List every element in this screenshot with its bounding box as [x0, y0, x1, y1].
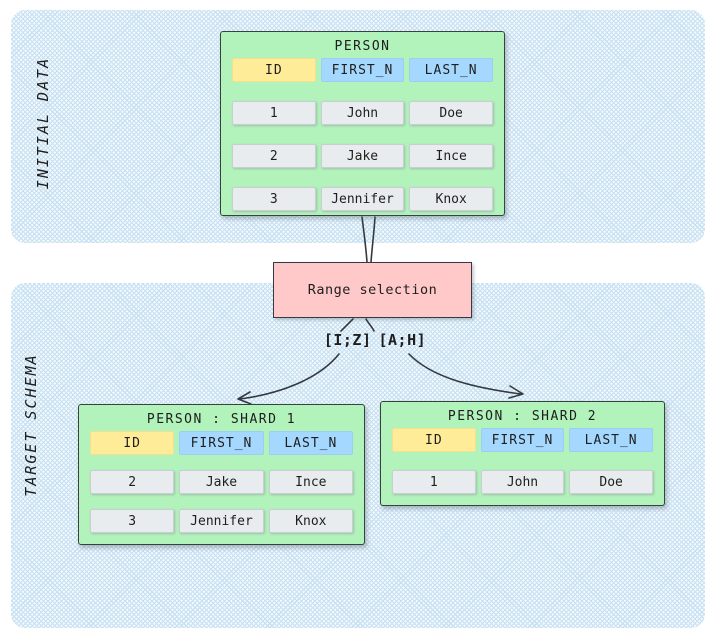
shard1-cell-r1-last-n: Ince — [268, 470, 353, 494]
person-cell-r2-last-n: Ince — [409, 144, 493, 168]
shard2-column-header-last-n: LAST_N — [569, 428, 653, 452]
shard2-cell-r1-first-n: John — [480, 470, 565, 494]
table-shard2: PERSON : SHARD 2 ID FIRST_N LAST_N 1 Joh… — [380, 401, 665, 506]
person-column-header-last-n: LAST_N — [409, 58, 493, 82]
table-person-title: PERSON — [334, 39, 391, 54]
shard1-column-header-id: ID — [90, 431, 175, 455]
table-shard1: PERSON : SHARD 1 ID FIRST_N LAST_N 2 Jak… — [78, 404, 365, 545]
person-cell-r1-last-n: Doe — [409, 101, 493, 125]
person-column-header-first-n: FIRST_N — [320, 58, 405, 82]
person-cell-r1-id: 1 — [232, 101, 316, 125]
shard2-column-header-first-n: FIRST_N — [480, 428, 565, 452]
person-column-header-id: ID — [232, 58, 316, 82]
range-interval-labels: [I;Z] [A;H] — [320, 329, 430, 350]
table-person: PERSON ID FIRST_N LAST_N 1 John Doe 2 Ja… — [220, 31, 505, 216]
shard1-cell-r2-first-n: Jennifer — [179, 509, 264, 533]
shard2-column-header-id: ID — [392, 428, 476, 452]
table-shard2-grid: ID FIRST_N LAST_N 1 John Doe — [392, 428, 653, 494]
person-cell-r1-first-n: John — [320, 101, 405, 125]
target-schema-label: TARGET SCHEMA — [22, 353, 40, 497]
table-person-grid: ID FIRST_N LAST_N 1 John Doe 2 Jake Ince… — [232, 58, 493, 211]
person-cell-r3-id: 3 — [232, 187, 316, 211]
range-selection-label: Range selection — [307, 282, 438, 298]
shard1-cell-r1-first-n: Jake — [179, 470, 264, 494]
shard2-cell-r1-id: 1 — [392, 470, 476, 494]
person-cell-r3-first-n: Jennifer — [320, 187, 405, 211]
person-cell-r2-first-n: Jake — [320, 144, 405, 168]
shard1-column-header-last-n: LAST_N — [268, 431, 353, 455]
shard1-cell-r2-last-n: Knox — [268, 509, 353, 533]
range-interval-right: [A;H] — [378, 330, 427, 349]
shard2-cell-r1-last-n: Doe — [569, 470, 653, 494]
shard1-cell-r1-id: 2 — [90, 470, 175, 494]
person-cell-r2-id: 2 — [232, 144, 316, 168]
initial-data-label: INITIAL DATA — [34, 56, 52, 190]
shard1-column-header-first-n: FIRST_N — [179, 431, 264, 455]
range-selection-box: Range selection — [273, 262, 472, 318]
shard1-cell-r2-id: 3 — [90, 509, 175, 533]
table-shard1-grid: ID FIRST_N LAST_N 2 Jake Ince 3 Jennifer… — [90, 431, 353, 533]
range-interval-left: [I;Z] — [323, 330, 372, 349]
table-shard2-title: PERSON : SHARD 2 — [447, 409, 598, 424]
person-cell-r3-last-n: Knox — [409, 187, 493, 211]
table-shard1-title: PERSON : SHARD 1 — [146, 412, 297, 427]
